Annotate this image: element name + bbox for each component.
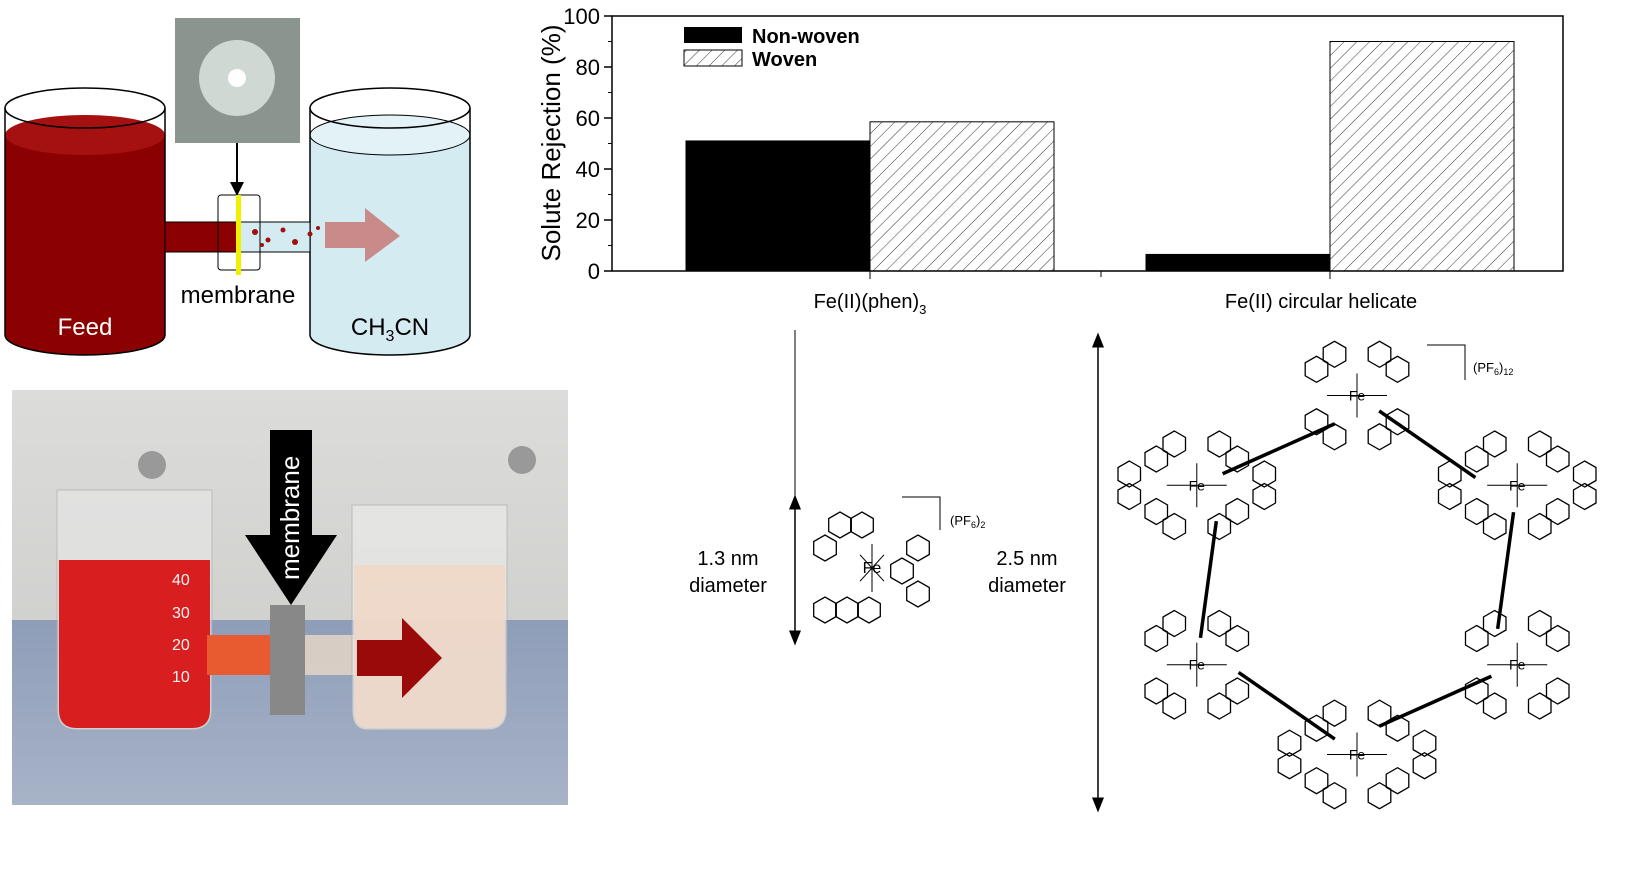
filtration-schematic: Feed membrane CH3CN (4, 18, 471, 356)
photo-membrane-label: membrane (275, 456, 305, 580)
y-tick-label: 80 (576, 55, 600, 80)
bar-woven-1 (1329, 41, 1515, 272)
y-axis-label: Solute Rejection (%) (536, 25, 566, 262)
solvent-tank (310, 135, 470, 355)
feed-label: Feed (58, 314, 113, 341)
x-tick-label-helicate: Fe(II) circular helicate (1225, 291, 1417, 313)
phen-fe-label: Fe (863, 560, 882, 577)
legend-label-non-woven: Non-woven (752, 26, 860, 48)
bar-woven-0 (869, 121, 1055, 272)
fe-phen3-structure (813, 511, 930, 624)
molecular-structures: 1.3 nm diameter Fe (PF6)2 2.5 nm diamete… (689, 330, 1597, 813)
helicate-size-value: 2.5 nm (996, 548, 1057, 570)
bar-non-woven-0 (685, 140, 871, 272)
membrane-label: membrane (181, 282, 296, 309)
helicate-fe-label: Fe (1349, 746, 1366, 762)
helicate-fe-label: Fe (1189, 657, 1206, 673)
phen-counterion: (PF6)2 (950, 513, 985, 530)
graduation-20: 20 (172, 637, 190, 654)
legend-label-woven: Woven (752, 49, 817, 71)
helicate-fe-label: Fe (1509, 657, 1526, 673)
bar-non-woven-1 (1145, 253, 1331, 272)
membrane-arrow-icon (245, 430, 337, 605)
legend: Non-woven Woven (683, 26, 860, 71)
rejection-bar-chart: 0 20 40 60 80 100 Solute Rejection (%) Fe(II)… (536, 4, 1564, 317)
y-tick-label: 0 (588, 259, 600, 284)
membrane-clamp (270, 605, 305, 715)
legend-swatch-non-woven (684, 27, 742, 43)
y-tick-label: 40 (576, 157, 600, 182)
legend-swatch-woven (683, 49, 743, 67)
solvent-label: CH3CN (351, 314, 429, 345)
feed-tank (5, 135, 165, 355)
helicate-counterion: (PF6)12 (1473, 360, 1513, 377)
y-tick-label: 60 (576, 106, 600, 131)
red-feed-solution (59, 560, 210, 728)
membrane (236, 195, 241, 275)
graduation-40: 40 (172, 572, 190, 589)
y-tick-label: 20 (576, 208, 600, 233)
x-tick-label-phen: Fe(II)(phen)3 (814, 291, 927, 317)
graduation-10: 10 (172, 669, 190, 686)
helicate-size-label: diameter (988, 575, 1066, 597)
y-tick-label: 100 (563, 4, 600, 29)
helicate-fe-label: Fe (1349, 388, 1366, 404)
phen-size-label: diameter (689, 575, 767, 597)
experiment-photo: 40 30 20 10 membrane (12, 390, 568, 805)
flow-arrow-icon (325, 208, 400, 262)
graduation-30: 30 (172, 605, 190, 622)
flow-arrow-icon (357, 618, 442, 698)
helicate-fe-label: Fe (1509, 477, 1526, 493)
helicate-fe-label: Fe (1189, 477, 1206, 493)
phen-size-value: 1.3 nm (697, 548, 758, 570)
